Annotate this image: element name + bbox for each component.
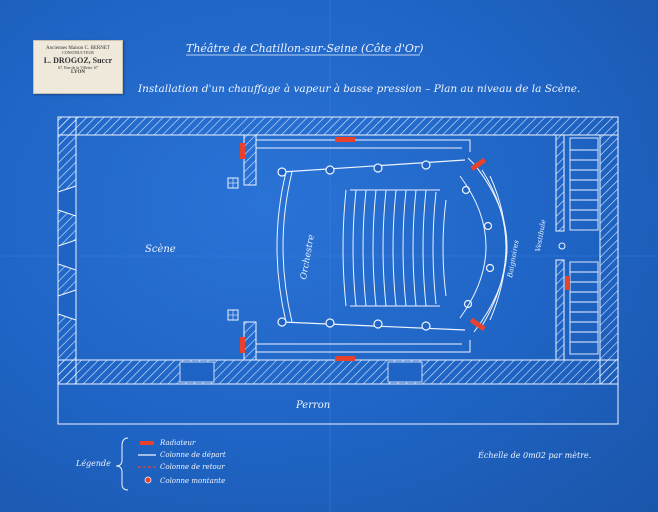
pipe-lines [281,159,466,331]
stall-seating [342,189,447,307]
plan-title: Théâtre de Chatillon-sur-Seine (Côte d'O… [186,42,423,55]
stamp-line-5: LYON [71,70,85,76]
legend-item-depart: Colonne de départ [160,451,226,459]
staircases [569,137,599,355]
stamp-line-3: L. DROGOZ, Succr [43,56,113,66]
side-galleries [256,139,471,353]
orchestra-pit [276,171,293,323]
label-baignoires: Baignoires [506,239,521,279]
stamp-line-1: Anciennes Maison C. BERNET [46,46,110,51]
building-walls [57,116,619,385]
scale-note: Échelle de 0m02 par mètre. [477,451,591,460]
legend-column-swatch [144,476,152,484]
label-scene: Scène [145,244,176,255]
plan-subtitle: Installation d'un chauffage à vapeur à b… [137,83,580,95]
label-orchestre: Orchestre [299,234,317,281]
legend-item-radiateur: Radiateur [159,439,196,447]
legend-radiator-swatch [140,441,154,445]
radiators [240,137,570,361]
vestibule-column [558,242,566,250]
stamp-line-2: CONSTRUCTEUR [62,50,94,56]
maker-stamp: Anciennes Maison C. BERNET CONSTRUCTEUR … [33,40,123,94]
legend-title: Légende [75,459,111,468]
stamp-line-4: 67, Rue de la Villette, 67 [58,64,98,70]
label-vestibule: Vestibule [534,219,548,252]
legend: Légende Radiateur Colonne de départ Colo… [75,437,226,491]
column-markers [277,160,495,331]
baignoires-boxes [459,157,508,333]
legend-item-retour: Colonne de retour [160,463,225,471]
legend-item-montante: Colonne montante [160,477,225,485]
label-perron: Perron [295,400,330,411]
floor-grilles [227,177,239,321]
perron-area [57,383,619,425]
